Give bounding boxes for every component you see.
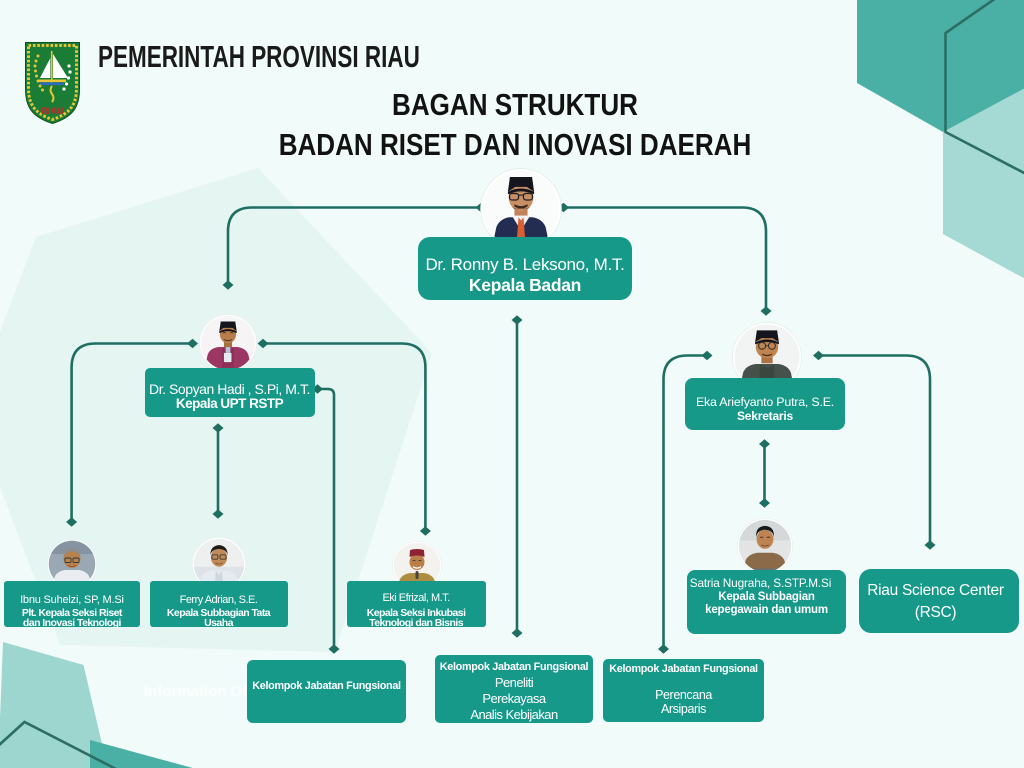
svg-text:Information Officer: Information Officer xyxy=(144,683,279,700)
svg-text:RIAU: RIAU xyxy=(41,106,64,117)
